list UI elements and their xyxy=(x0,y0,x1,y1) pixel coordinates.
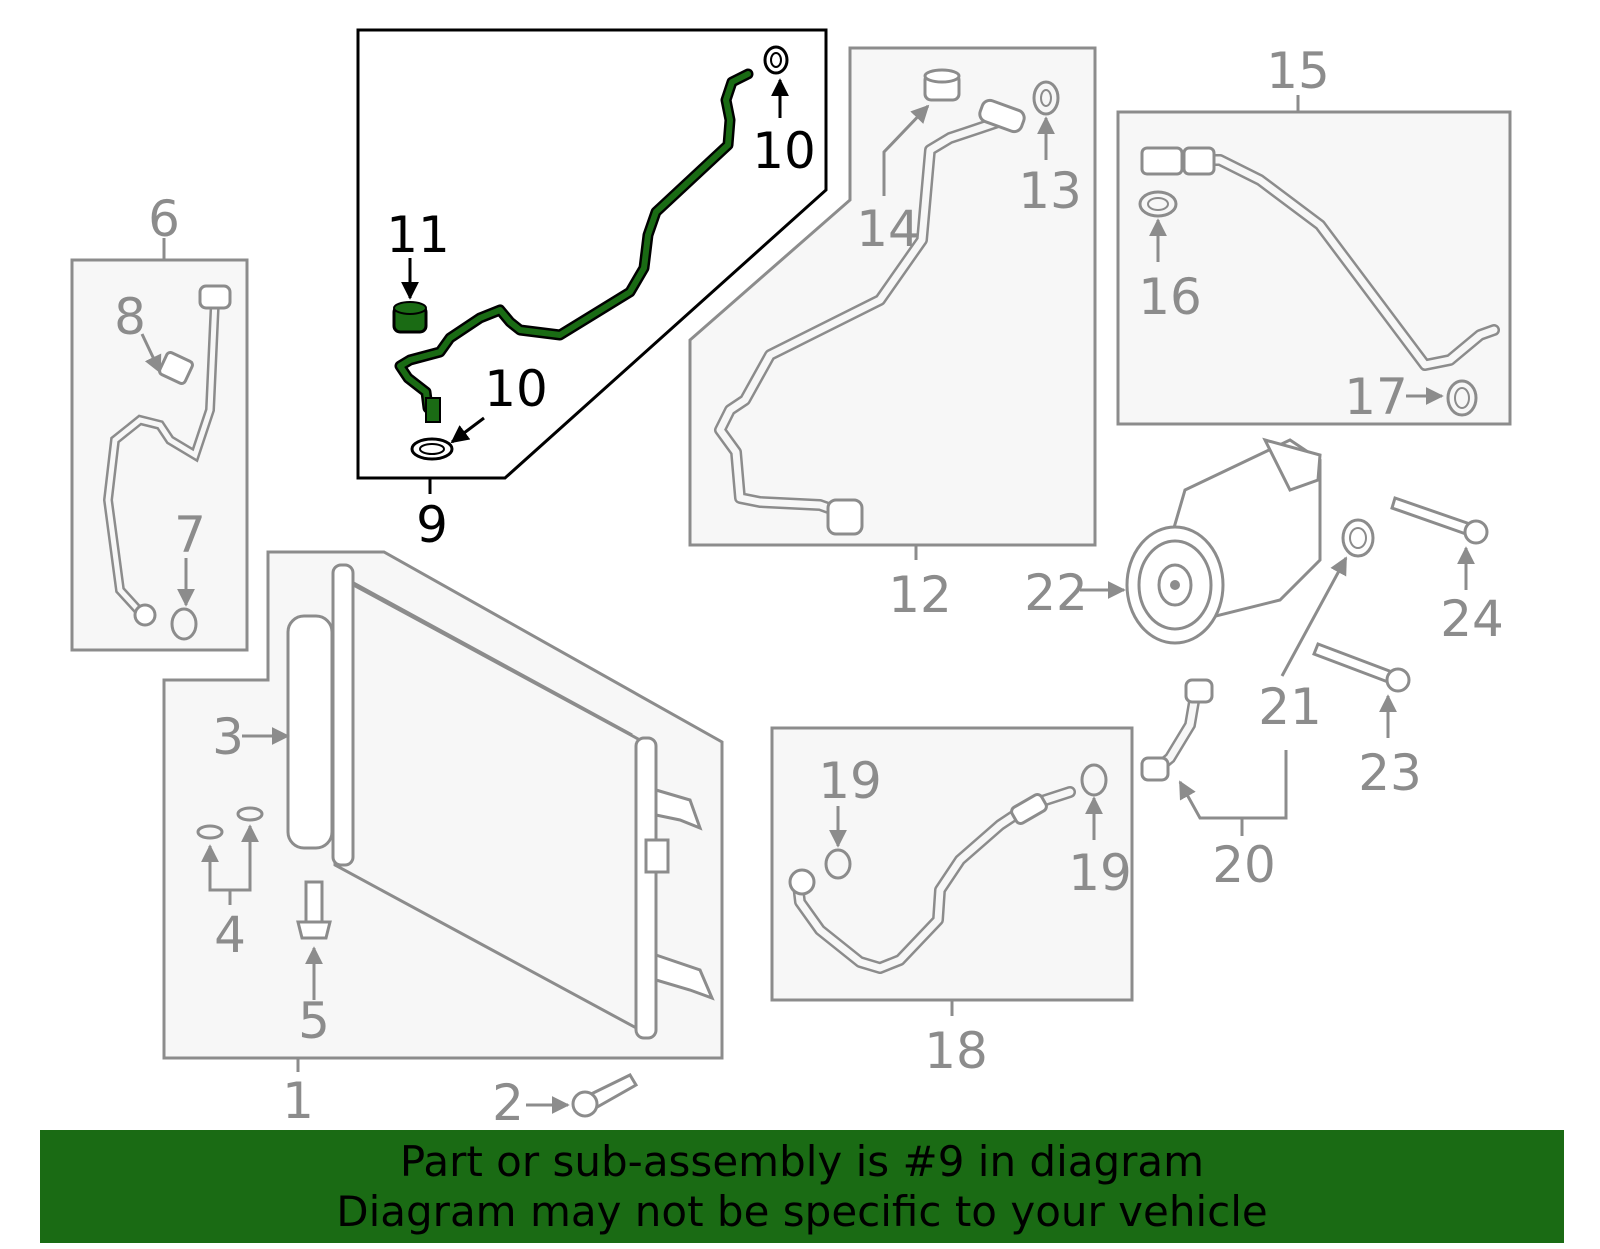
callout-21: 21 xyxy=(1258,678,1322,736)
callout-9: 9 xyxy=(416,496,448,554)
callout-1: 1 xyxy=(282,1072,314,1130)
callout-4: 4 xyxy=(214,906,246,964)
callout-24: 24 xyxy=(1440,590,1504,648)
panel-12 xyxy=(688,46,1097,560)
callout-14: 14 xyxy=(856,200,920,258)
callout-15: 15 xyxy=(1266,42,1330,100)
panel-6 xyxy=(70,238,249,652)
callout-19-left: 19 xyxy=(818,752,882,810)
callout-19-right: 19 xyxy=(1068,844,1132,902)
callout-3: 3 xyxy=(212,708,244,766)
callout-10-top: 10 xyxy=(752,122,816,180)
panel-15 xyxy=(1116,95,1512,426)
callout-17: 17 xyxy=(1344,368,1408,426)
panel-9-highlight xyxy=(356,28,828,494)
info-banner: Part or sub-assembly is #9 in diagram Di… xyxy=(40,1130,1564,1243)
callout-13: 13 xyxy=(1018,162,1082,220)
banner-line-2: Diagram may not be specific to your vehi… xyxy=(336,1186,1268,1236)
bolt-2 xyxy=(526,1073,639,1118)
parts-21-23-24 xyxy=(1280,496,1489,738)
callout-11: 11 xyxy=(386,206,450,264)
part-20 xyxy=(1140,678,1288,836)
callout-16: 16 xyxy=(1138,268,1202,326)
callout-20: 20 xyxy=(1212,836,1276,894)
callout-5: 5 xyxy=(298,992,330,1050)
callout-2: 2 xyxy=(492,1074,524,1132)
callout-12: 12 xyxy=(888,566,952,624)
callout-10-bottom: 10 xyxy=(484,360,548,418)
panel-1 xyxy=(162,550,724,1072)
callout-22: 22 xyxy=(1024,564,1088,622)
callout-23: 23 xyxy=(1358,744,1422,802)
callout-8: 8 xyxy=(114,288,146,346)
banner-line-1: Part or sub-assembly is #9 in diagram xyxy=(399,1136,1205,1186)
callout-7: 7 xyxy=(174,506,206,564)
callout-18: 18 xyxy=(924,1022,988,1080)
callout-6: 6 xyxy=(148,190,180,248)
compressor-22 xyxy=(1080,437,1322,645)
panel-18 xyxy=(770,726,1134,1016)
